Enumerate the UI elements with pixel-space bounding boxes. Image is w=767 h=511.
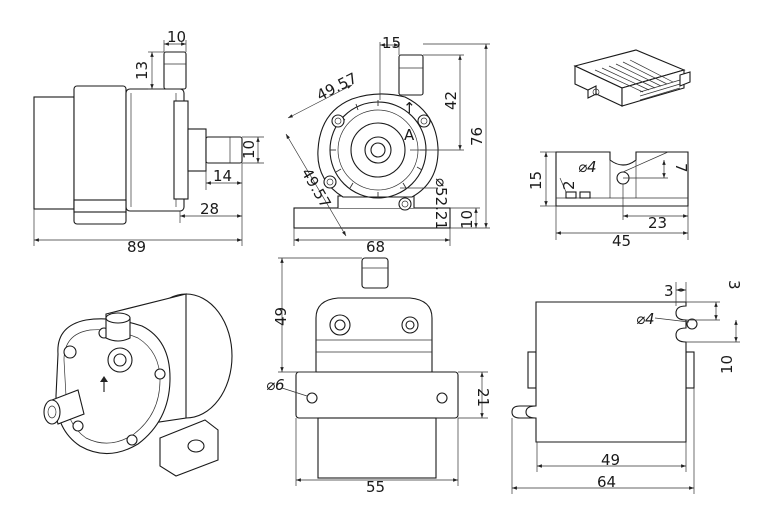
dim-side-inlet-diameter: 10 (240, 140, 258, 159)
inlet-boss (187, 128, 207, 172)
dim-front-base-width: 68 (366, 238, 385, 256)
screw-tr (417, 114, 431, 128)
front-view: ↑ A 15 49.57 49.57 42 76 ⌀52.21 10 68 (285, 34, 490, 256)
dim-base-width: 45 (612, 232, 631, 250)
dim-base-height: 15 (527, 171, 545, 190)
dim-side-outlet-height: 13 (133, 61, 151, 80)
dim-top-hole-diameter: ⌀6 (266, 376, 285, 394)
dim-side-housing-depth: 28 (200, 200, 219, 218)
dim-base-slot-offset: 2 (560, 180, 578, 190)
dim-base-hole-diameter: ⌀4 (578, 158, 597, 176)
flow-arrow-symbol: ↑ (403, 99, 416, 117)
dim-side-inlet-length: 14 (213, 167, 232, 185)
brand-mark-symbol: A (404, 126, 415, 144)
top-flange-hole-left (306, 392, 318, 404)
dim-front-outlet-height: 42 (442, 91, 460, 110)
dim-front-outlet-offset: 15 (382, 34, 401, 52)
dim-front-base-thickness: 10 (458, 210, 476, 229)
side-view: 10 13 14 10 28 89 (33, 28, 264, 256)
pump-isometric (43, 293, 233, 477)
dim-bracket-notch-top-width: 3 (664, 282, 674, 300)
dim-front-overall-height: 76 (468, 127, 486, 146)
base-detail: 15 2 ⌀4 7 23 45 (527, 151, 690, 250)
dim-top-height: 49 (272, 307, 290, 326)
screw-br (398, 197, 412, 211)
dim-bracket-hole-diameter: ⌀4 (636, 310, 655, 328)
outlet-nozzle (163, 51, 187, 90)
mounting-base (293, 207, 451, 229)
dim-side-overall-length: 89 (127, 238, 146, 256)
dim-bracket-slot-span: 49 (601, 451, 620, 469)
dim-top-flange-height: 21 (474, 388, 492, 407)
top-mounting-flange (295, 371, 459, 419)
bracket-side-tab-left (527, 351, 537, 389)
front-outlet-nozzle (398, 54, 424, 96)
top-pump-head (315, 297, 433, 373)
dim-bracket-notch-top-depth: 3 (725, 280, 743, 290)
bracket-side-tab-right (685, 351, 695, 389)
iso-pump-head (55, 318, 171, 455)
dim-base-hole-to-edge: 23 (648, 214, 667, 232)
motor-housing (33, 96, 75, 210)
bracket-hole (686, 318, 698, 330)
dim-bracket-overall-width: 64 (597, 473, 616, 491)
screw-tl (331, 114, 345, 128)
inlet-nozzle (205, 136, 243, 164)
top-flange-hole-right (436, 392, 448, 404)
top-outlet-nozzle (361, 257, 389, 289)
dim-side-outlet-width: 10 (167, 28, 186, 46)
top-view: 49 ⌀6 21 55 (266, 257, 492, 496)
dim-bracket-notch-spacing: 10 (718, 355, 736, 374)
dim-front-housing-diameter: ⌀52.21 (432, 178, 450, 230)
head-flange (173, 100, 189, 200)
dim-base-hole-height: 7 (672, 163, 690, 173)
bottom-foot (73, 199, 127, 213)
dim-top-width: 55 (366, 478, 385, 496)
bracket-plate-outline (525, 301, 687, 443)
base-isometric (573, 49, 691, 107)
bracket-view: 3 3 ⌀4 10 49 64 (511, 280, 743, 494)
top-motor-body (317, 417, 437, 479)
